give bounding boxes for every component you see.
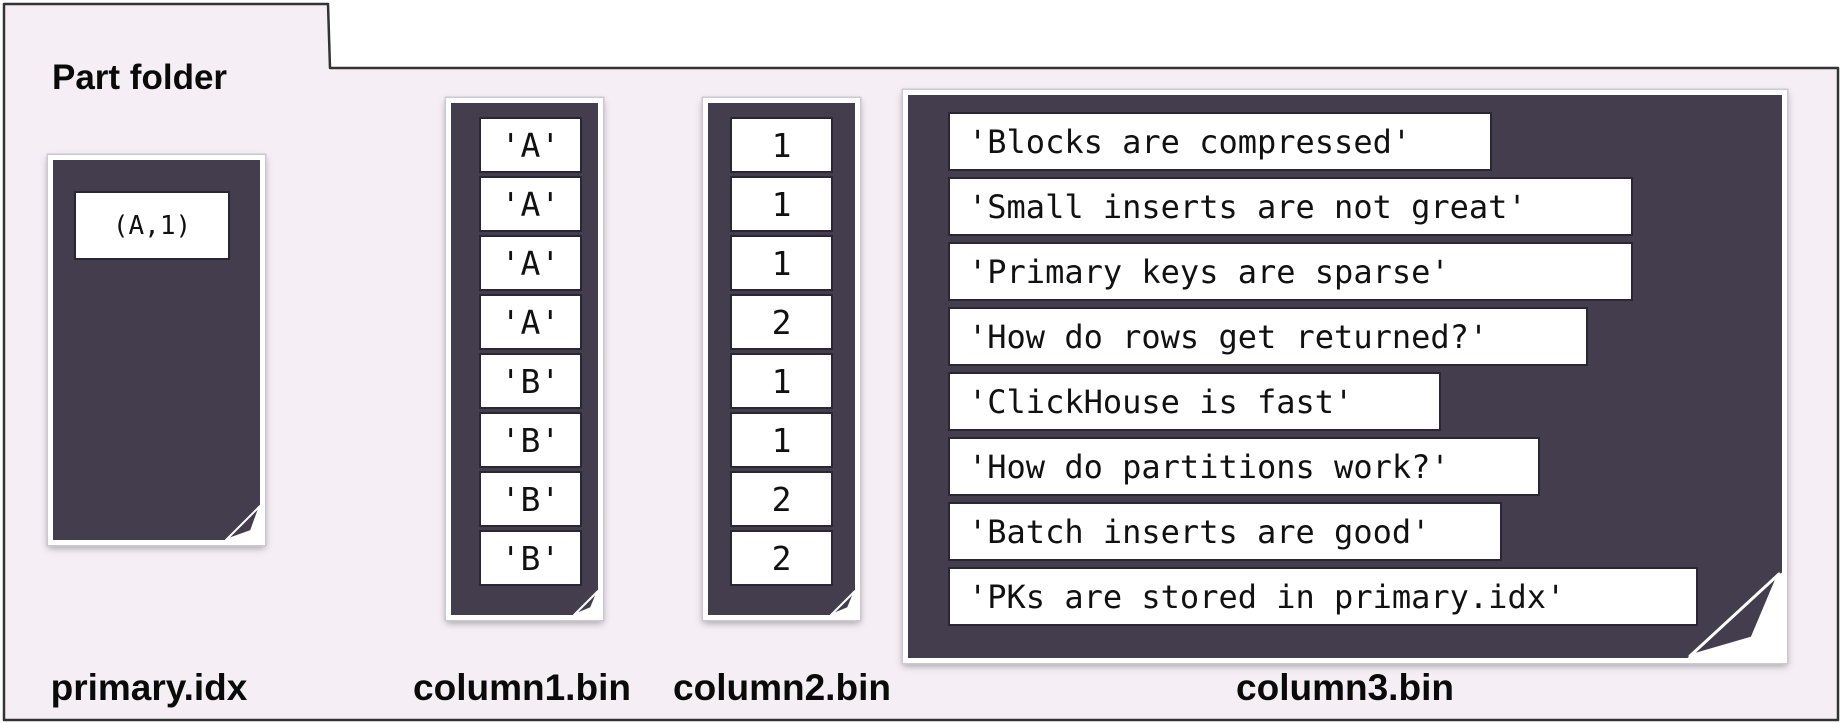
column1-value: 'B'	[479, 530, 582, 586]
column1-value: 'A'	[479, 235, 582, 291]
column3-bin-label: column3.bin	[1236, 667, 1454, 708]
primary-index-entry: (A,1)	[74, 191, 230, 260]
column3-value: 'Small inserts are not great'	[948, 177, 1633, 236]
column3-value: 'Primary keys are sparse'	[948, 242, 1633, 301]
column1-value: 'B'	[479, 412, 582, 468]
column3-bin-file: 'Blocks are compressed' 'Small inserts a…	[903, 90, 1787, 663]
primary-idx-file: (A,1)	[48, 155, 265, 545]
column1-value: 'B'	[479, 353, 582, 409]
column3-value: 'How do rows get returned?'	[948, 307, 1588, 366]
page-fold-icon	[569, 586, 603, 620]
column2-value: 2	[730, 530, 833, 586]
column2-value: 1	[730, 117, 833, 173]
column2-value: 2	[730, 294, 833, 350]
column3-value: 'How do partitions work?'	[948, 437, 1540, 496]
column3-value: 'Blocks are compressed'	[948, 112, 1492, 171]
column2-bin-file: 1 1 1 2 1 1 2 2	[703, 98, 860, 620]
column2-value: 1	[730, 412, 833, 468]
column2-value: 1	[730, 176, 833, 232]
column1-value: 'A'	[479, 176, 582, 232]
column1-bin-file: 'A' 'A' 'A' 'A' 'B' 'B' 'B' 'B'	[446, 98, 603, 620]
column2-value: 1	[730, 235, 833, 291]
column2-value: 1	[730, 353, 833, 409]
column1-value: 'A'	[479, 294, 582, 350]
column2-value: 2	[730, 471, 833, 527]
column1-bin-label: column1.bin	[413, 667, 631, 708]
column3-value: 'Batch inserts are good'	[948, 502, 1502, 561]
page-fold-icon	[1682, 568, 1787, 663]
page-fold-icon	[221, 501, 265, 545]
column3-value: 'ClickHouse is fast'	[948, 372, 1441, 431]
column1-value: 'B'	[479, 471, 582, 527]
column1-value: 'A'	[479, 117, 582, 173]
part-folder-title: Part folder	[52, 58, 228, 97]
column2-bin-label: column2.bin	[673, 667, 891, 708]
column3-value: 'PKs are stored in primary.idx'	[948, 567, 1698, 626]
primary-idx-label: primary.idx	[50, 667, 248, 708]
page-fold-icon	[826, 586, 860, 620]
